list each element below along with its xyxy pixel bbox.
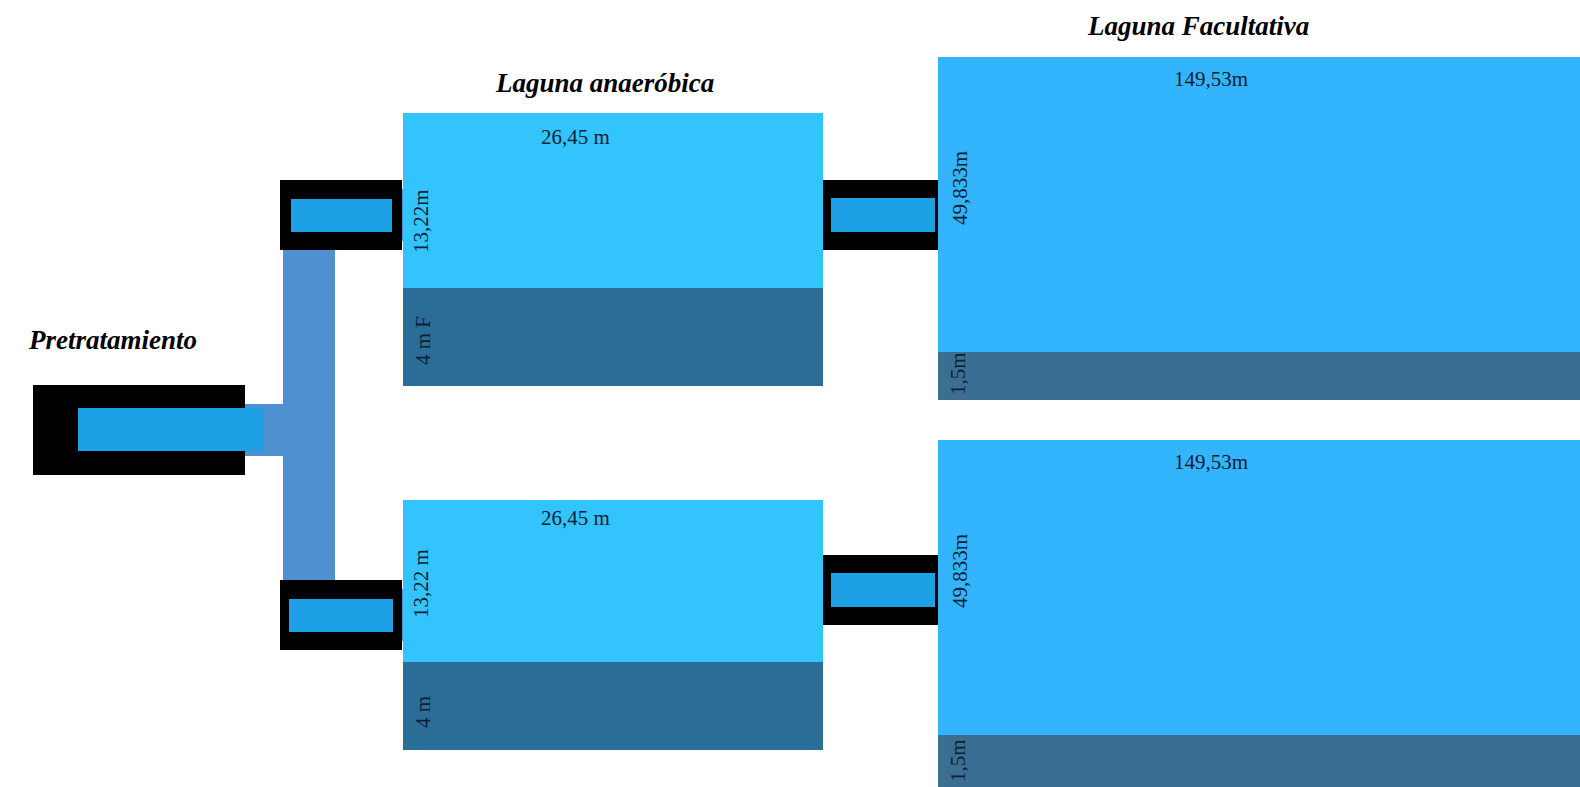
pipe-connector (823, 590, 938, 591)
lagoon-title: Laguna anaeróbica (496, 70, 714, 97)
lagoon-title: Pretratamiento (29, 327, 197, 354)
pipe-inner (831, 573, 935, 607)
pipe-box (280, 580, 402, 650)
pipe-connector (245, 215, 403, 455)
pipe-outer (823, 180, 938, 250)
box-inner (78, 408, 264, 451)
dimension-label: 26,45 m (541, 127, 610, 148)
dimension-label: 1,5m (948, 352, 969, 395)
pipe-connector (823, 215, 938, 216)
dimension-label: 4 m F (413, 316, 434, 365)
pipe-outer (823, 555, 938, 625)
pipe-box (280, 180, 402, 250)
lagoon-box: 149,53m 49,833m 1,5m (938, 440, 1580, 787)
dimension-label: 149,53m (1174, 69, 1248, 90)
dimension-label: 4 m (413, 696, 434, 728)
lagoon-box: Laguna anaeróbica26,45 m13,22m4 m F (403, 113, 823, 386)
dimension-label: 26,45 m (541, 508, 610, 529)
manifold (245, 215, 403, 455)
lagoon-box: Laguna Facultativa149,53m49,833m1,5m (938, 57, 1580, 400)
pretreatment-box: Pretratamiento (33, 385, 245, 475)
pipe-inner (291, 199, 392, 232)
dimension-label: 13,22m (411, 189, 432, 253)
pipe-inner (289, 599, 393, 632)
depth-face (938, 352, 1580, 400)
depth-face (403, 288, 823, 386)
dimension-label: 149,53m (1174, 452, 1248, 473)
dimension-label: 13,22 m (411, 549, 432, 618)
depth-face (938, 735, 1580, 787)
dimension-label: 1,5m (948, 739, 969, 782)
lagoon-title: Laguna Facultativa (1088, 13, 1309, 40)
lagoon-box: 26,45 m 13,22 m 4 m (403, 500, 823, 750)
depth-face (403, 662, 823, 750)
dimension-label: 49,833m (950, 534, 971, 608)
dimension-label: 49,833m (950, 151, 971, 225)
pipe-inner (831, 198, 935, 232)
